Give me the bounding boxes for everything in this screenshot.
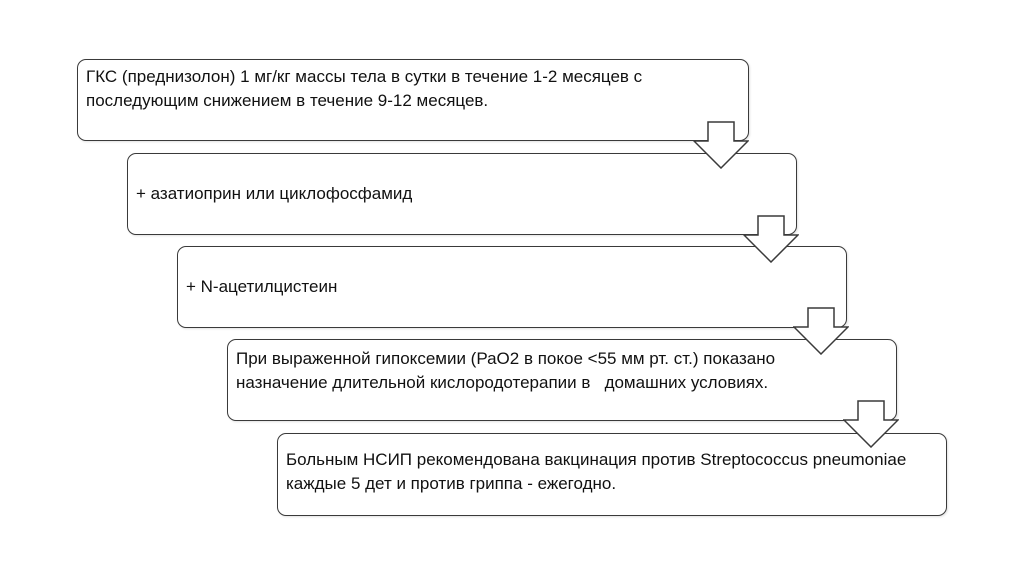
step-text-5: Больным НСИП рекомендована вакцинация пр… xyxy=(286,449,907,493)
step-text-2: + азатиоприн или циклофосфамид xyxy=(136,184,413,203)
down-arrow-icon xyxy=(693,121,749,169)
down-arrow-icon xyxy=(843,400,899,448)
step-text-4: При выраженной гипоксемии (РаО2 в покое … xyxy=(236,349,776,392)
step-box-2: + азатиоприн или циклофосфамид xyxy=(127,153,797,235)
step-box-3: + N-ацетилцистеин xyxy=(177,246,847,328)
step-text-3: + N-ацетилцистеин xyxy=(186,277,338,296)
step-box-5: Больным НСИП рекомендована вакцинация пр… xyxy=(277,433,947,516)
down-arrow-icon xyxy=(743,215,799,263)
step-box-1: ГКС (преднизолон) 1 мг/кг массы тела в с… xyxy=(77,59,749,141)
step-text-1: ГКС (преднизолон) 1 мг/кг массы тела в с… xyxy=(86,67,643,110)
down-arrow-icon xyxy=(793,307,849,355)
step-box-4: При выраженной гипоксемии (РаО2 в покое … xyxy=(227,339,897,421)
